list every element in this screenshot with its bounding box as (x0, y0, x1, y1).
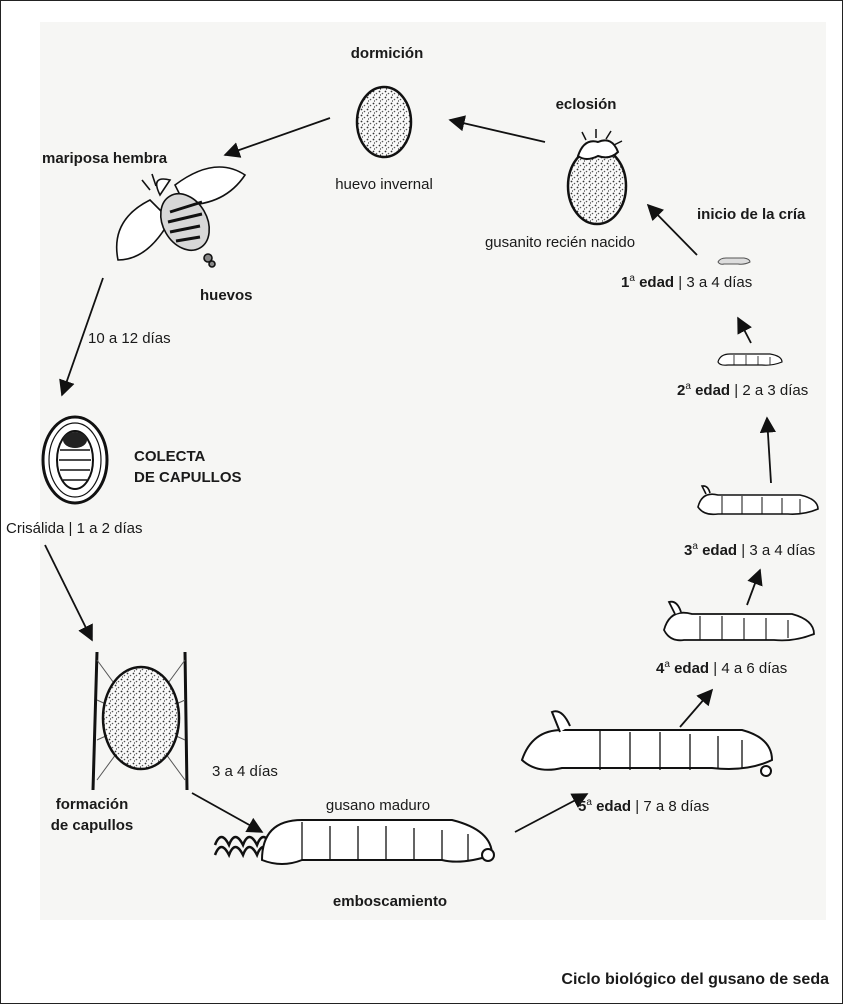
label-instar-4: 4a edad | 4 a 6 días (656, 660, 787, 678)
larva-2nd-instar (718, 354, 782, 365)
arrow-hatching-to-dormancy (450, 120, 545, 142)
figure-caption: Ciclo biológico del gusano de seda (561, 971, 829, 989)
label-10-12-days: 10 a 12 días (88, 330, 171, 348)
larva-3rd-instar (698, 486, 818, 514)
mature-worm (215, 820, 494, 864)
hatching-egg (568, 129, 626, 224)
winter-egg (357, 87, 411, 157)
arrow-instar1-to-hatching (648, 205, 697, 255)
label-collect-2: DE CAPULLOS (134, 469, 242, 487)
label-instar-1: 1a edad | 3 a 4 días (621, 274, 752, 292)
label-newborn-worm: gusanito recién nacido (485, 234, 635, 252)
larva-4th-instar (664, 602, 814, 641)
label-chrysalis: Crisálida | 1 a 2 días (6, 520, 142, 538)
arrow-chrysalis-to-cocoon (45, 545, 92, 640)
label-eggs: huevos (200, 287, 253, 305)
label-winter-egg: huevo invernal (335, 176, 433, 194)
larva-1st-instar (718, 258, 750, 264)
label-mature-worm: gusano maduro (326, 797, 430, 815)
label-collect-1: COLECTA (134, 448, 205, 466)
arrow-worm-to-instar5 (515, 794, 587, 832)
label-instar-3: 3a edad | 3 a 4 días (684, 542, 815, 560)
arrow-dormancy-to-moth (225, 118, 330, 155)
chrysalis (43, 417, 107, 503)
larva-5th-instar (522, 711, 772, 776)
label-start-rearing: inicio de la cría (697, 206, 805, 224)
label-female-moth: mariposa hembra (42, 150, 167, 168)
arrow-cocoon-to-worm (192, 793, 262, 832)
label-3-4-days: 3 a 4 días (212, 763, 278, 781)
arrow-instar5-to-instar4 (680, 690, 712, 727)
female-moth (117, 167, 245, 267)
label-hatching: eclosión (556, 96, 617, 114)
label-dormancy: dormición (351, 45, 424, 63)
label-instar-5: 5a edad | 7 a 8 días (578, 798, 709, 816)
label-instar-2: 2a edad | 2 a 3 días (677, 382, 808, 400)
cocoon (93, 652, 187, 790)
arrow-instar3-to-instar2 (767, 418, 771, 483)
label-cocoon-formation-1: formación (56, 796, 129, 814)
arrow-instar2-to-instar1 (738, 318, 751, 343)
label-cocooning: emboscamiento (333, 893, 447, 911)
label-cocoon-formation-2: de capullos (51, 817, 134, 835)
arrow-instar4-to-instar3 (747, 570, 760, 605)
